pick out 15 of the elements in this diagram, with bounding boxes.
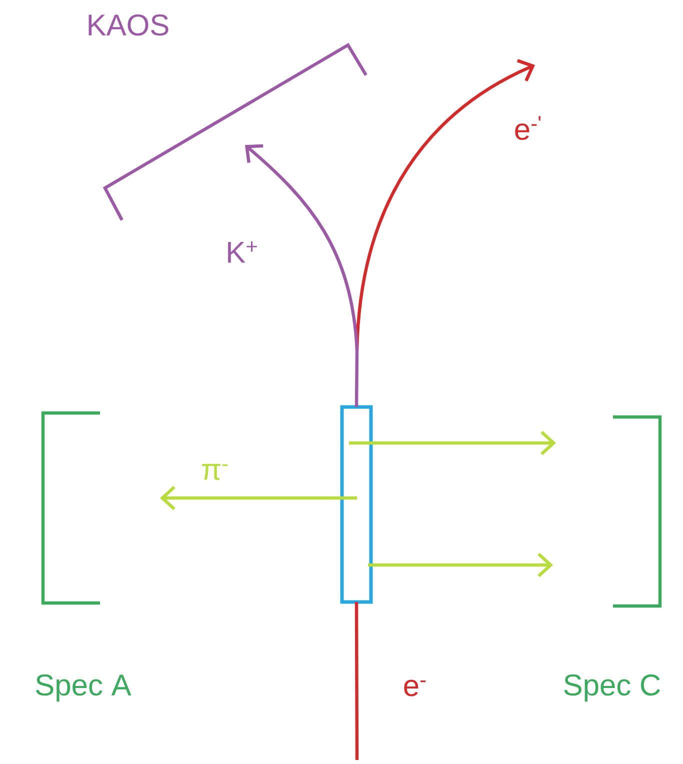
arrow xyxy=(245,144,359,408)
spectrometer-bracket xyxy=(613,415,662,608)
arrow xyxy=(349,430,556,456)
edge-label: e$^{-'}$ xyxy=(512,115,544,141)
spectrometer-bracket xyxy=(102,42,368,221)
edge-label: π$^{-}$ xyxy=(200,462,230,482)
arrow xyxy=(160,486,357,510)
arrow xyxy=(368,552,553,578)
spectrometer-label: Spec C xyxy=(564,674,660,702)
edge-label: K$^{+}$ xyxy=(224,240,260,264)
spectrometer-bracket xyxy=(41,411,100,605)
spectrometer-label: Spec A xyxy=(36,674,132,702)
edge-label: e$^{-}$ xyxy=(402,678,428,698)
spectrometer-label: KAOS xyxy=(88,14,168,36)
target-box xyxy=(340,405,373,604)
